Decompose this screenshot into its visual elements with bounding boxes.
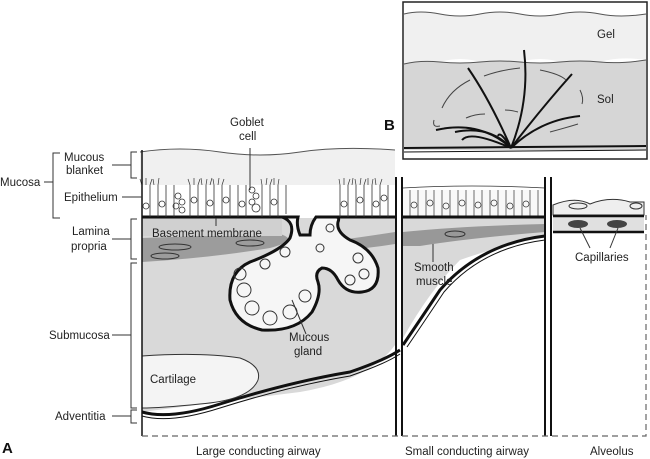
adventitia-boundary bbox=[141, 348, 401, 417]
muscle-nucleus bbox=[150, 252, 180, 260]
label-capillaries: Capillaries bbox=[575, 252, 629, 264]
smooth-muscle-small bbox=[403, 224, 545, 246]
label-gel: Gel bbox=[597, 29, 615, 41]
epithelium-small bbox=[402, 185, 546, 217]
label-alveolus: Alveolus bbox=[590, 446, 634, 458]
cartilage bbox=[141, 353, 260, 409]
motion-arrows bbox=[433, 67, 584, 133]
inset-panel-b bbox=[402, 1, 648, 160]
label-mucosa: Mucosa bbox=[0, 177, 41, 189]
label-smooth-muscle-2: muscle bbox=[416, 276, 452, 288]
label-mucous-blanket-1: Mucous bbox=[64, 152, 105, 164]
label-mucous-gland-1: Mucous bbox=[289, 332, 330, 344]
label-goblet-cell-2: cell bbox=[239, 131, 256, 143]
cilia-beat-strokes bbox=[435, 49, 581, 149]
lamina-propria bbox=[142, 218, 282, 236]
cilia-large bbox=[139, 177, 383, 186]
label-small-conducting-airway: Small conducting airway bbox=[405, 446, 529, 458]
muscle-nucleus bbox=[235, 239, 265, 247]
label-goblet-cell-1: Goblet bbox=[230, 117, 265, 129]
brackets bbox=[44, 148, 619, 424]
muscle-nucleus bbox=[158, 243, 192, 251]
panel-label-b: B bbox=[384, 117, 395, 134]
alveolar-interstitium bbox=[553, 217, 644, 231]
region-dividers bbox=[395, 177, 552, 436]
label-basement-membrane: Basement membrane bbox=[152, 228, 262, 240]
label-cartilage: Cartilage bbox=[150, 374, 196, 386]
muscle-nucleus bbox=[444, 230, 466, 238]
label-large-conducting-airway: Large conducting airway bbox=[196, 446, 321, 458]
alveolar-cell-nucleus bbox=[629, 202, 643, 210]
capillary bbox=[607, 220, 627, 228]
label-smooth-muscle-1: Smooth bbox=[414, 262, 454, 274]
small-airway-outer-wall-inner bbox=[406, 239, 546, 348]
label-mucous-gland-2: gland bbox=[294, 346, 322, 358]
alveolar-cell-nucleus bbox=[568, 202, 588, 210]
mucous-blanket-surface bbox=[139, 147, 396, 156]
dashed-boundary bbox=[142, 215, 647, 437]
label-mucous-blanket-2: blanket bbox=[66, 165, 104, 177]
label-sol: Sol bbox=[597, 94, 614, 106]
panel-label-a: A bbox=[2, 440, 13, 457]
label-submucosa: Submucosa bbox=[49, 330, 110, 342]
adventitia-boundary-inner bbox=[141, 353, 401, 420]
small-airway-tissue bbox=[403, 218, 545, 338]
epithelium-large bbox=[141, 185, 389, 217]
gland-cells bbox=[233, 223, 370, 326]
mucous-gland bbox=[228, 215, 380, 332]
label-epithelium: Epithelium bbox=[64, 192, 118, 204]
mucous-blanket bbox=[140, 148, 395, 185]
label-lamina-propria-1: Lamina bbox=[72, 226, 110, 238]
small-airway-outer-wall bbox=[401, 234, 546, 346]
label-lamina-propria-2: propria bbox=[71, 241, 107, 253]
capillary bbox=[568, 220, 588, 228]
label-adventitia: Adventitia bbox=[55, 411, 106, 423]
